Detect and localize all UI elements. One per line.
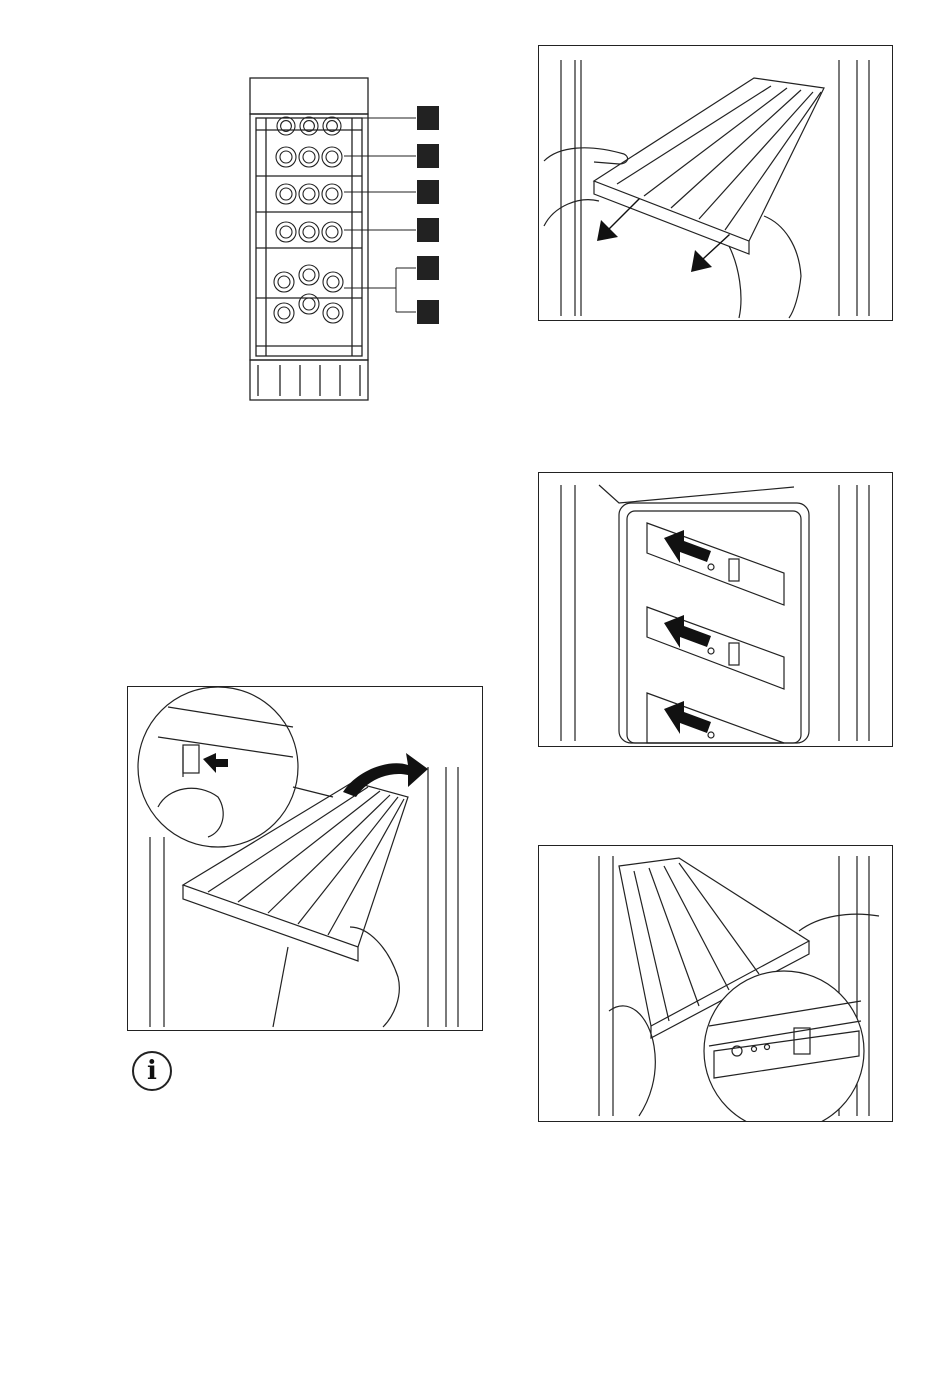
bottle-shape — [326, 226, 338, 238]
bottle-shape — [276, 222, 296, 242]
bottle-shape — [278, 276, 290, 288]
bottle-shape — [303, 298, 315, 310]
shelf-release-clip-figure — [127, 686, 483, 1031]
bottle-shape — [299, 265, 319, 285]
bottle-shape — [277, 117, 295, 135]
bottle-shape — [327, 307, 339, 319]
bottle-shape — [303, 151, 315, 163]
bottle-shape — [303, 269, 315, 281]
bottle-shape — [299, 147, 319, 167]
bottle-shape — [280, 151, 292, 163]
bottle-shape — [280, 226, 292, 238]
bottle-shape — [276, 184, 296, 204]
bottle-shape — [326, 188, 338, 200]
bottle-shape — [299, 294, 319, 314]
bottle-shape — [274, 272, 294, 292]
remove-shelf-pull-figure — [538, 45, 893, 321]
bottle-shape — [323, 117, 341, 135]
shelf-rails-figure — [538, 472, 893, 747]
cabinet-shelf-layout-figure — [240, 70, 450, 410]
bottle-shape — [322, 147, 342, 167]
bottle-shape — [322, 184, 342, 204]
bottle-shape — [280, 188, 292, 200]
shelf-refit-figure — [538, 845, 893, 1122]
bottle-shape — [299, 184, 319, 204]
bottle-shape — [278, 307, 290, 319]
bottle-shape — [327, 276, 339, 288]
bottle-shape — [326, 151, 338, 163]
bottle-shape — [274, 303, 294, 323]
bottle-shape — [276, 147, 296, 167]
bottle-shape — [323, 272, 343, 292]
bottle-shape — [323, 303, 343, 323]
bottle-shape — [303, 226, 315, 238]
info-icon-glyph: i — [147, 1056, 157, 1086]
bottle-shape — [300, 117, 318, 135]
bottle-shape — [303, 188, 315, 200]
bottle-shape — [322, 222, 342, 242]
bottle-shape — [299, 222, 319, 242]
info-icon: i — [132, 1051, 172, 1091]
